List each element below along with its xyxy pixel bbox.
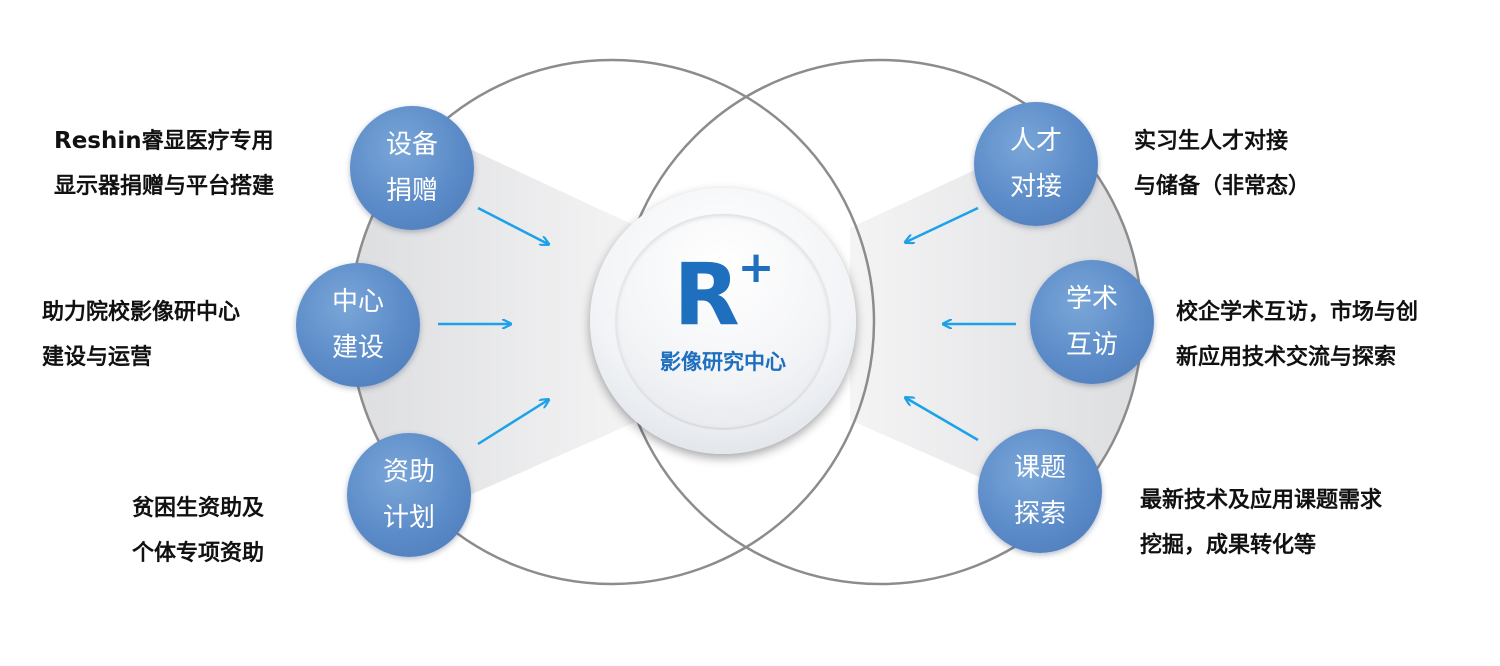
desc-line1-rest: 睿显医疗专用 (141, 128, 274, 154)
desc-academic-exchange: 校企学术互访，市场与创 新应用技术交流与探索 (1176, 290, 1418, 380)
node-label-line1: 课题 (1013, 453, 1066, 483)
desc-line2: 与储备（非常态） (1134, 173, 1311, 199)
node-label-line2: 探索 (1013, 499, 1066, 529)
rplus-logo: R+ (673, 246, 774, 339)
desc-line1: 贫困生资助及 (132, 495, 265, 521)
node-research-topics: 课题 探索 (978, 429, 1102, 553)
center-disc: R+ 影像研究中心 (616, 214, 830, 428)
desc-line1: 校企学术互访，市场与创 (1176, 299, 1419, 325)
desc-line2: 挖掘，成果转化等 (1140, 532, 1317, 558)
desc-line2: 建设与运营 (42, 344, 153, 370)
node-label-line1: 人才 (1009, 126, 1062, 156)
logo-plus: + (737, 242, 775, 293)
arrow-left-bottom (477, 400, 548, 446)
center-label: 影像研究中心 (660, 350, 786, 374)
node-label-line2: 捐赠 (385, 176, 438, 206)
node-talent-matching: 人才 对接 (974, 102, 1098, 226)
node-academic-exchange: 学术 互访 (1030, 260, 1154, 384)
arrow-left-top (477, 206, 548, 244)
node-label-line1: 设备 (385, 130, 438, 160)
desc-center-construction: 助力院校影像研中心 建设与运营 (42, 290, 240, 380)
node-label-line1: 学术 (1065, 284, 1118, 314)
right-fan-shade (850, 70, 1142, 570)
arrow-right-top (906, 206, 979, 242)
desc-line2: 显示器捐赠与平台搭建 (54, 173, 275, 199)
desc-funding-plan: 贫困生资助及 个体专项资助 (132, 486, 264, 576)
node-center-construction: 中心 建设 (296, 263, 420, 387)
desc-line2: 新应用技术交流与探索 (1176, 344, 1397, 370)
node-equipment-donation: 设备 捐赠 (350, 106, 474, 230)
desc-line1: 最新技术及应用课题需求 (1140, 487, 1383, 513)
node-label-line1: 中心 (331, 287, 384, 317)
node-label-line2: 互访 (1065, 330, 1118, 360)
logo-letter: R (673, 245, 739, 345)
desc-line2: 个体专项资助 (132, 540, 265, 566)
desc-equipment-donation: Reshin睿显医疗专用 显示器捐赠与平台搭建 (54, 119, 274, 209)
desc-line1: 实习生人才对接 (1134, 128, 1289, 154)
node-label-line2: 计划 (382, 503, 435, 533)
desc-research-topics: 最新技术及应用课题需求 挖掘，成果转化等 (1140, 478, 1382, 568)
node-funding-plan: 资助 计划 (347, 433, 471, 557)
brand-reshin: Reshin (54, 128, 142, 154)
arrow-right-bottom (906, 398, 979, 442)
node-label-line2: 建设 (331, 333, 384, 363)
desc-talent-matching: 实习生人才对接 与储备（非常态） (1134, 119, 1310, 209)
desc-line1: Reshin睿显医疗专用 (54, 119, 274, 164)
node-label-line1: 资助 (382, 457, 435, 487)
node-label-line2: 对接 (1009, 172, 1062, 202)
desc-line1: 助力院校影像研中心 (42, 299, 241, 325)
